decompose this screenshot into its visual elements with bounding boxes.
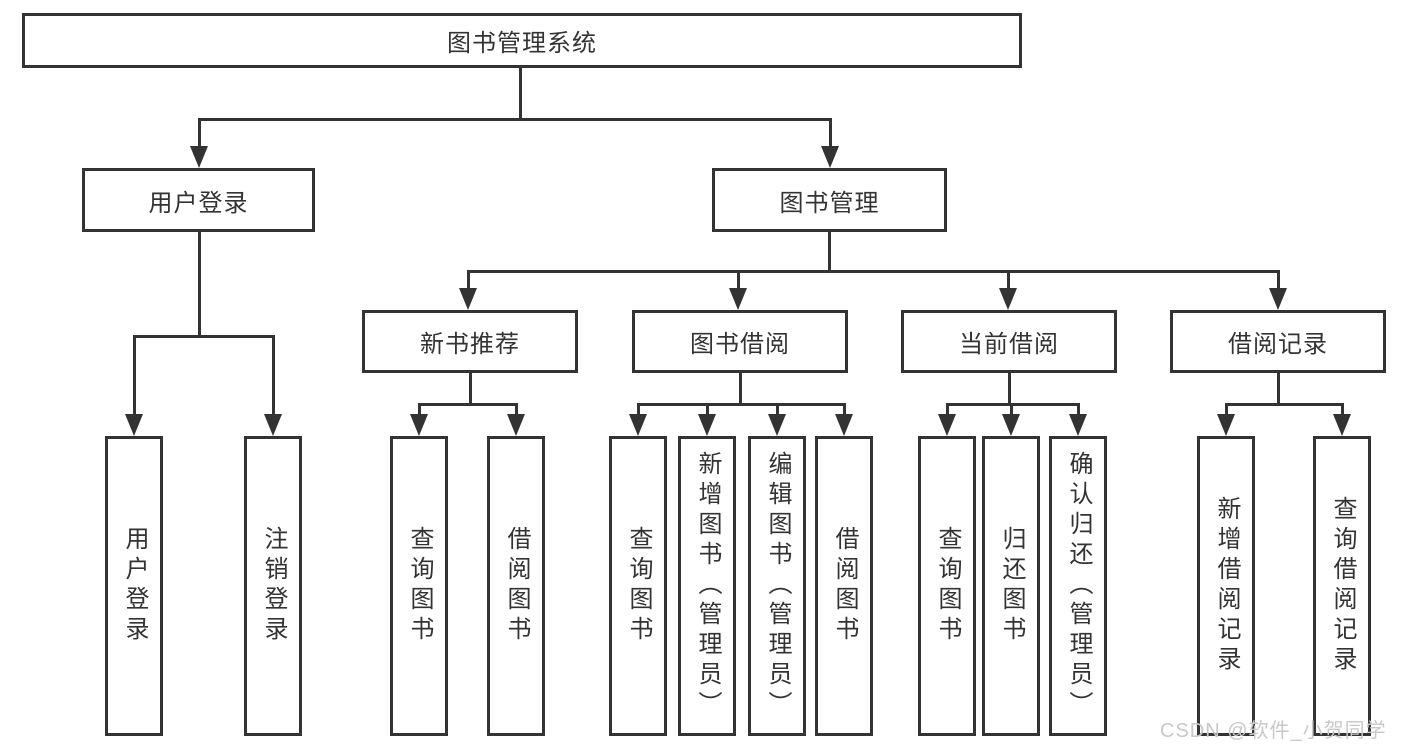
leaf-query-books-borrow-label: 查询图书 <box>625 526 652 646</box>
arrow-down-icon <box>768 414 786 436</box>
leaf-logout-label: 注销登录 <box>260 526 287 646</box>
arrow-shaft <box>946 404 949 416</box>
leaf-query-books-current: 查询图书 <box>918 436 976 736</box>
watermark: CSDN @软件_小贺同学 <box>1160 720 1387 742</box>
arrow-down-icon <box>1002 414 1020 436</box>
node-book-borrow-label: 图书借阅 <box>690 331 790 358</box>
node-book-management-label: 图书管理 <box>779 189 880 217</box>
leaf-borrow-books-recommend-label: 借阅图书 <box>503 526 530 646</box>
arrow-down-icon <box>125 414 143 436</box>
leaf-query-borrow-record-label: 查询借阅记录 <box>1329 496 1356 676</box>
arrow-down-icon <box>999 288 1017 310</box>
leaf-user-login: 用户登录 <box>105 436 163 736</box>
arrow-shaft <box>133 336 136 416</box>
arrow-shaft <box>467 271 470 290</box>
leaf-user-login-label: 用户登录 <box>121 526 148 646</box>
leaf-add-borrow-record: 新增借阅记录 <box>1197 436 1255 736</box>
arrow-shaft <box>843 404 846 416</box>
arrow-down-icon <box>1269 288 1287 310</box>
node-current-borrow-label: 当前借阅 <box>959 331 1059 358</box>
leaf-query-books-recommend: 查询图书 <box>390 436 448 736</box>
node-borrow-records-label: 借阅记录 <box>1228 331 1328 358</box>
arrow-shaft <box>515 404 518 416</box>
node-borrow-records: 借阅记录 <box>1170 310 1386 373</box>
connector-line <box>946 403 1080 406</box>
connector-line <box>1008 373 1011 406</box>
leaf-borrow-books: 借阅图书 <box>815 436 873 736</box>
arrow-shaft <box>272 336 275 416</box>
connector-line <box>469 373 472 406</box>
node-book-borrow: 图书借阅 <box>632 310 848 373</box>
arrow-shaft <box>776 404 779 416</box>
leaf-return-book-label: 归还图书 <box>998 526 1025 646</box>
leaf-query-borrow-record: 查询借阅记录 <box>1313 436 1371 736</box>
leaf-edit-book-admin-label: 编辑图书（管理员） <box>764 451 791 721</box>
leaf-add-book-admin-label: 新增图书（管理员） <box>694 451 721 721</box>
leaf-return-book: 归还图书 <box>982 436 1040 736</box>
connector-line <box>133 335 275 338</box>
node-new-book-recommend-label: 新书推荐 <box>420 331 520 358</box>
arrow-shaft <box>829 119 832 148</box>
node-user-login: 用户登录 <box>82 168 315 232</box>
arrow-shaft <box>1225 404 1228 416</box>
arrow-shaft <box>1007 271 1010 290</box>
arrow-down-icon <box>938 414 956 436</box>
connector-line <box>1225 403 1344 406</box>
connector-line <box>739 373 742 406</box>
arrow-shaft <box>1077 404 1080 416</box>
connector-line <box>418 403 518 406</box>
node-new-book-recommend: 新书推荐 <box>362 310 578 373</box>
arrow-shaft <box>637 404 640 416</box>
leaf-confirm-return-admin-label: 确认归还（管理员） <box>1065 451 1092 721</box>
leaf-add-book-admin: 新增图书（管理员） <box>678 436 736 736</box>
leaf-borrow-books-label: 借阅图书 <box>831 526 858 646</box>
arrow-down-icon <box>821 146 839 168</box>
arrow-down-icon <box>729 288 747 310</box>
leaf-edit-book-admin: 编辑图书（管理员） <box>748 436 806 736</box>
arrow-down-icon <box>190 146 208 168</box>
leaf-query-books-current-label: 查询图书 <box>934 526 961 646</box>
arrow-shaft <box>706 404 709 416</box>
arrow-down-icon <box>629 414 647 436</box>
arrow-down-icon <box>1217 414 1235 436</box>
arrow-down-icon <box>835 414 853 436</box>
arrow-down-icon <box>507 414 525 436</box>
arrow-shaft <box>1341 404 1344 416</box>
node-book-management: 图书管理 <box>712 168 947 232</box>
arrow-shaft <box>737 271 740 290</box>
leaf-logout: 注销登录 <box>244 436 302 736</box>
arrow-down-icon <box>1333 414 1351 436</box>
connector-line <box>828 232 831 273</box>
arrow-shaft <box>1277 271 1280 290</box>
connector-line <box>1277 373 1280 406</box>
connector-line <box>519 68 522 121</box>
arrow-shaft <box>418 404 421 416</box>
arrow-shaft <box>1010 404 1013 416</box>
connector-line <box>467 270 1280 273</box>
arrow-down-icon <box>264 414 282 436</box>
arrow-shaft <box>198 119 201 148</box>
arrow-down-icon <box>410 414 428 436</box>
connector-line <box>198 232 201 338</box>
leaf-confirm-return-admin: 确认归还（管理员） <box>1049 436 1107 736</box>
leaf-query-books-recommend-label: 查询图书 <box>406 526 433 646</box>
leaf-borrow-books-recommend: 借阅图书 <box>487 436 545 736</box>
leaf-add-borrow-record-label: 新增借阅记录 <box>1213 496 1240 676</box>
node-library-system-label: 图书管理系统 <box>447 30 597 57</box>
node-library-system: 图书管理系统 <box>22 13 1022 68</box>
node-current-borrow: 当前借阅 <box>901 310 1117 373</box>
arrow-down-icon <box>1069 414 1087 436</box>
arrow-down-icon <box>698 414 716 436</box>
leaf-query-books-borrow: 查询图书 <box>609 436 667 736</box>
connector-line <box>198 118 832 121</box>
arrow-down-icon <box>459 288 477 310</box>
connector-line <box>637 403 846 406</box>
node-user-login-label: 用户登录 <box>148 189 249 217</box>
